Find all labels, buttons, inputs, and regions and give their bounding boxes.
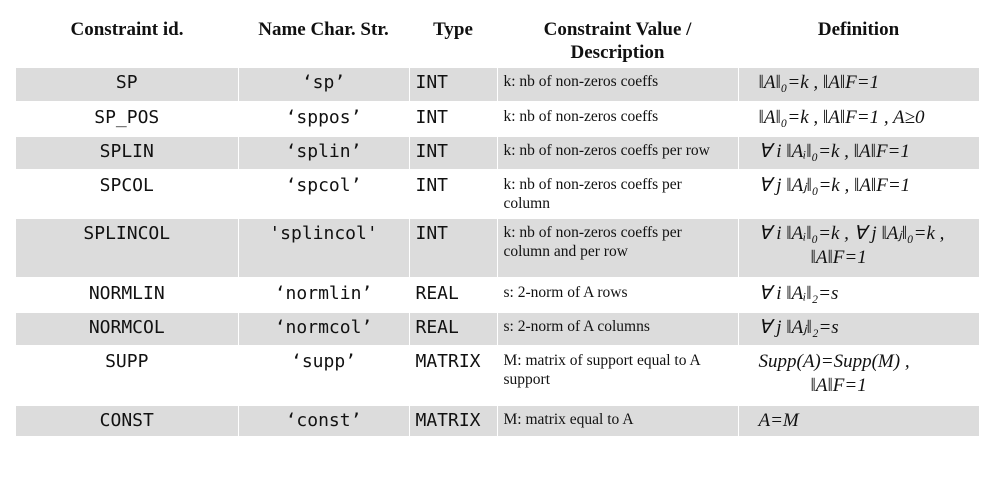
definition-cell: ∀ i ‖Aᵢ‖₂=s [738,278,979,312]
table-row: SPLIN ‘splin’ INT k: nb of non-zeros coe… [16,136,979,170]
constraint-id-cell: SPCOL [16,170,239,218]
definition-line1: ∀ i ‖Aᵢ‖₂=s [758,283,839,304]
name-string-cell: ‘supp’ [238,346,410,405]
name-string-cell: ‘normlin’ [238,278,410,312]
name-string-cell: ‘spcol’ [238,170,410,218]
constraint-id-cell: SPLINCOL [16,218,239,278]
definition-cell: ‖A‖₀=k , ‖A‖F=1 [738,68,979,102]
type-cell: INT [409,136,498,170]
definition-line1: ∀ i ‖Aᵢ‖₀=k , ∀ j ‖Aⱼ‖₀=k , [758,223,945,244]
constraint-id-cell: NORMLIN [16,278,239,312]
definition-cell: Supp(A)=Supp(M) , ‖A‖F=1 [738,346,979,405]
definition-line1: ‖A‖₀=k , ‖A‖F=1 [758,72,880,93]
header-constraint-value-line2: Description [570,42,665,63]
type-cell: INT [409,102,498,136]
type-cell: REAL [409,312,498,346]
description-cell: M: matrix of support equal to A support [497,346,739,405]
table-row: SP_POS ‘sppos’ INT k: nb of non-zeros co… [16,102,979,136]
table-row: SP ‘sp’ INT k: nb of non-zeros coeffs ‖A… [16,68,979,102]
description-cell: k: nb of non-zeros coeffs per column and… [497,218,739,278]
type-cell: MATRIX [409,405,498,437]
type-cell: INT [409,68,498,102]
definition-cell: ∀ i ‖Aᵢ‖₀=k , ∀ j ‖Aⱼ‖₀=k , ‖A‖F=1 [738,218,979,278]
description-cell: s: 2-norm of A rows [497,278,739,312]
table-body: SP ‘sp’ INT k: nb of non-zeros coeffs ‖A… [16,68,979,437]
name-string-cell: ‘sp’ [238,68,410,102]
description-cell: k: nb of non-zeros coeffs per column [497,170,739,218]
type-cell: INT [409,218,498,278]
description-cell: k: nb of non-zeros coeffs [497,68,739,102]
type-cell: INT [409,170,498,218]
name-string-cell: ‘normcol’ [238,312,410,346]
definition-cell: ∀ j ‖Aⱼ‖₀=k , ‖A‖F=1 [738,170,979,218]
header-constraint-id: Constraint id. [70,19,184,40]
header-constraint-value-line1: Constraint Value / [543,19,692,40]
definition-line2: ‖A‖F=1 [810,375,867,396]
constraint-id-cell: SUPP [16,346,239,405]
name-string-cell: ‘const’ [238,405,410,437]
definition-cell: A=M [738,405,979,437]
constraint-id-cell: CONST [16,405,239,437]
description-cell: k: nb of non-zeros coeffs per row [497,136,739,170]
definition-line1: ‖A‖₀=k , ‖A‖F=1 , A≥0 [758,107,925,128]
name-string-cell: ‘splin’ [238,136,410,170]
definition-line1: ∀ j ‖Aⱼ‖₂=s [758,317,839,338]
constraint-id-cell: SPLIN [16,136,239,170]
table-row: SPCOL ‘spcol’ INT k: nb of non-zeros coe… [16,170,979,218]
header-name-char-str: Name Char. Str. [258,19,389,40]
name-string-cell: ‘sppos’ [238,102,410,136]
table-row: CONST ‘const’ MATRIX M: matrix equal to … [16,405,979,437]
constraint-id-cell: SP_POS [16,102,239,136]
type-cell: MATRIX [409,346,498,405]
description-cell: k: nb of non-zeros coeffs [497,102,739,136]
header-row: Constraint id. Name Char. Str. Type Cons… [16,14,979,68]
description-cell: M: matrix equal to A [497,405,739,437]
definition-line1: Supp(A)=Supp(M) , [758,351,910,372]
description-cell: s: 2-norm of A columns [497,312,739,346]
definition-line1: A=M [758,410,799,431]
name-string-cell: 'splincol' [238,218,410,278]
table-row: NORMLIN ‘normlin’ REAL s: 2-norm of A ro… [16,278,979,312]
definition-line1: ∀ j ‖Aⱼ‖₀=k , ‖A‖F=1 [758,175,911,196]
table-header: Constraint id. Name Char. Str. Type Cons… [16,14,979,68]
type-cell: REAL [409,278,498,312]
constraints-table: Constraint id. Name Char. Str. Type Cons… [16,14,979,438]
table-row: NORMCOL ‘normcol’ REAL s: 2-norm of A co… [16,312,979,346]
constraint-id-cell: NORMCOL [16,312,239,346]
header-type: Type [433,19,473,40]
definition-line1: ∀ i ‖Aᵢ‖₀=k , ‖A‖F=1 [758,141,910,162]
header-constraint-value: Constraint Value /Description [497,14,738,68]
definition-cell: ∀ j ‖Aⱼ‖₂=s [738,312,979,346]
table-row: SUPP ‘supp’ MATRIX M: matrix of support … [16,346,979,405]
constraint-id-cell: SP [16,68,239,102]
definition-cell: ‖A‖₀=k , ‖A‖F=1 , A≥0 [738,102,979,136]
header-definition: Definition [817,19,900,40]
definition-cell: ∀ i ‖Aᵢ‖₀=k , ‖A‖F=1 [738,136,979,170]
definition-line2: ‖A‖F=1 [810,247,867,268]
table-row: SPLINCOL 'splincol' INT k: nb of non-zer… [16,218,979,278]
